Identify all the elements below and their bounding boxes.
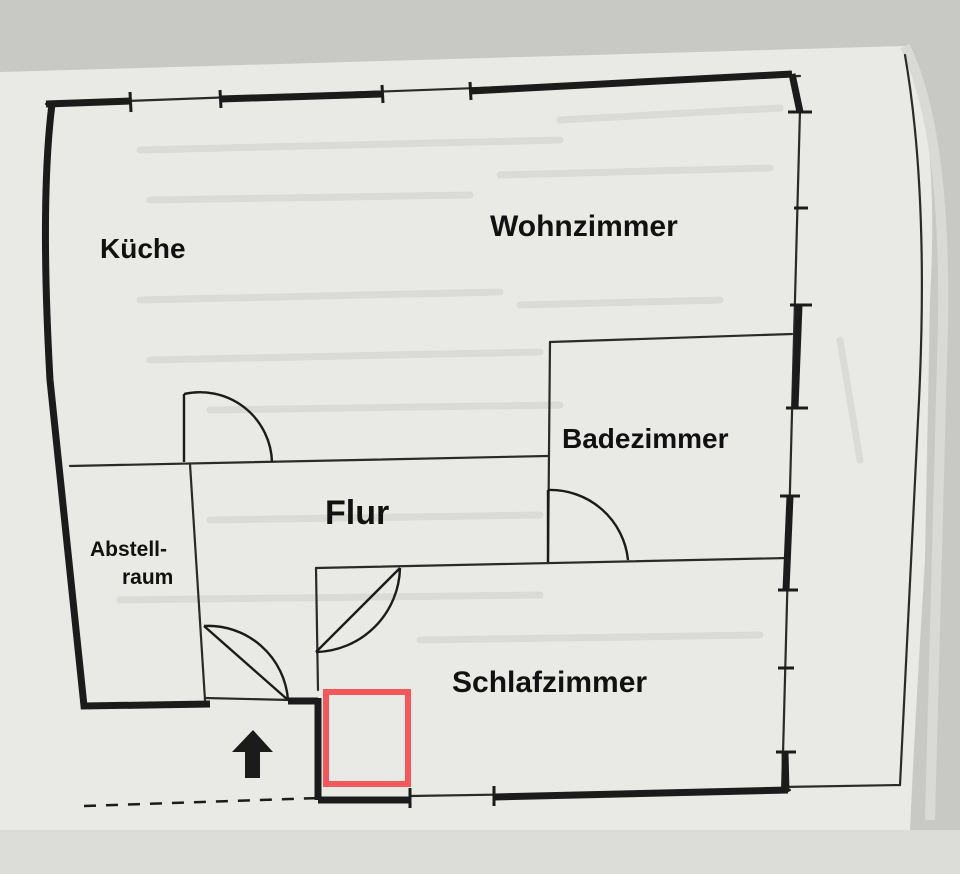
room-label-badezimmer: Badezimmer (562, 423, 729, 454)
room-label-abstellraum-line1: Abstell- (90, 538, 167, 561)
door-kitchen (182, 391, 274, 463)
room-label-wohnzimmer: Wohnzimmer (490, 210, 678, 243)
door-storage (203, 624, 290, 701)
up-arrow-icon (232, 730, 273, 778)
room-label-schlafzimmer: Schlafzimmer (452, 666, 647, 699)
dashed-boundary (83, 796, 319, 808)
room-label-flur: Flur (325, 494, 389, 532)
room-label-kuche: Küche (100, 233, 186, 264)
window-ticks (128, 81, 812, 808)
background-text-shadow (116, 104, 864, 644)
thick-walls (41, 70, 804, 804)
door-bathroom (546, 488, 630, 562)
door-bedroom (315, 567, 402, 654)
door-swings (182, 391, 630, 701)
room-label-abstellraum-line2: raum (122, 566, 173, 589)
highlight-marker (323, 689, 411, 787)
